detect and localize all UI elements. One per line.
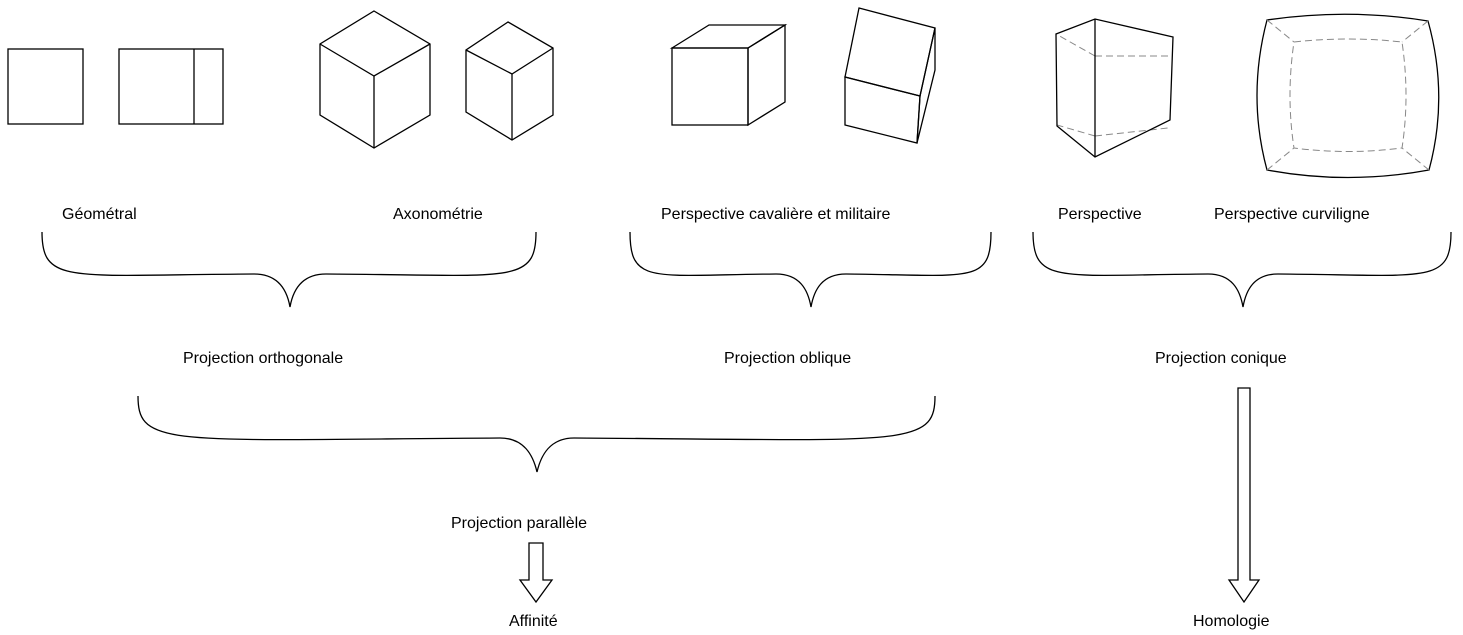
- brace-orthogonale: [41, 231, 537, 308]
- label-projection-orthogonale: Projection orthogonale: [183, 350, 343, 367]
- geometral-front-view: [7, 48, 84, 125]
- label-projection-oblique: Projection oblique: [724, 350, 851, 367]
- cavalier-cube: [669, 23, 788, 127]
- label-affinite: Affinité: [509, 613, 558, 630]
- axonometric-cube-2: [465, 21, 554, 141]
- label-perspective-cavaliere: Perspective cavalière et militaire: [661, 206, 891, 223]
- label-projection-conique: Projection conique: [1155, 350, 1287, 367]
- label-geometral: Géométral: [62, 206, 137, 223]
- military-cube: [844, 7, 936, 144]
- axonometric-cube-1: [319, 10, 431, 149]
- curvilinear-perspective-box: [1256, 13, 1440, 179]
- label-homologie: Homologie: [1193, 613, 1270, 630]
- label-perspective-curviligne: Perspective curviligne: [1214, 206, 1370, 223]
- arrow-to-homologie: [1227, 387, 1261, 604]
- brace-parallele: [137, 395, 936, 473]
- label-perspective: Perspective: [1058, 206, 1142, 223]
- label-projection-parallele: Projection parallèle: [451, 515, 587, 532]
- arrow-to-affinite: [518, 542, 554, 604]
- perspective-box: [1055, 18, 1174, 158]
- brace-oblique: [629, 231, 992, 308]
- label-axonometrie: Axonométrie: [393, 206, 483, 223]
- brace-conique: [1032, 231, 1452, 308]
- geometral-side-view: [118, 48, 224, 125]
